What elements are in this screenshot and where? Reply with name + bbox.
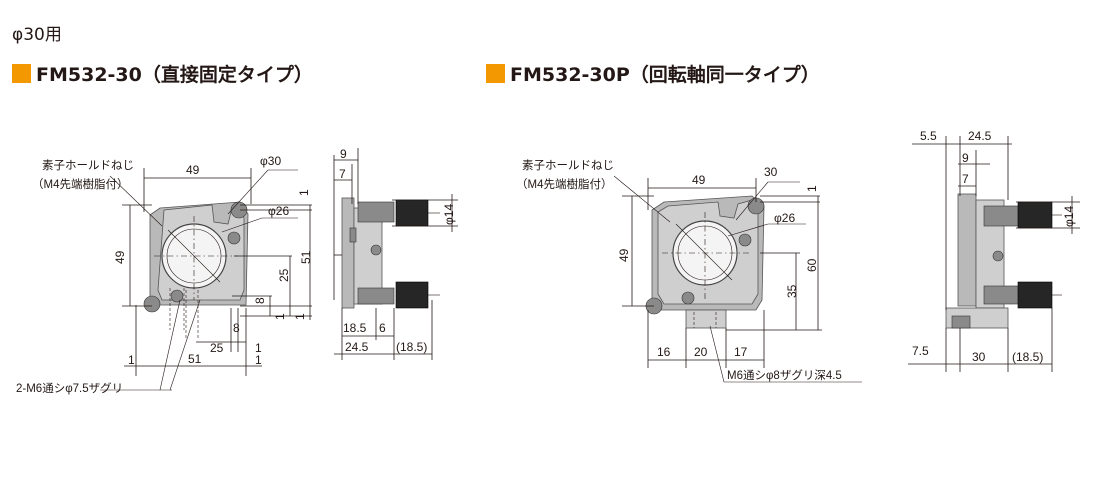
dim-phi26: φ26: [774, 211, 795, 225]
dim-35: 35: [785, 284, 799, 298]
side-screw-icon: [370, 244, 382, 256]
dim-25-b: 25: [210, 341, 224, 355]
right-base-block: [685, 309, 727, 329]
dim-9: 9: [340, 147, 347, 161]
dim-phi26: φ26: [268, 204, 289, 218]
dim-51: 51: [299, 250, 313, 264]
left-title-text: FM532-30（直接固定タイプ）: [36, 64, 313, 86]
dim-49-top: 49: [186, 163, 200, 177]
dim-51-b: 51: [188, 352, 202, 366]
dim-25: 25: [277, 268, 291, 282]
dim-18-5p: (18.5): [1012, 350, 1043, 364]
right-side-view: [945, 193, 1062, 329]
dim-17: 17: [734, 345, 748, 359]
right-front-view: [645, 195, 765, 329]
dim-18-5p: (18.5): [396, 340, 427, 354]
dim-20: 20: [694, 345, 708, 359]
dim-1-a: 1: [297, 189, 311, 196]
left-note-screw-sub: （M4先端樹脂付）: [32, 177, 128, 191]
right-side-plate: [957, 193, 977, 307]
left-note-screw: 素子ホールドねじ: [42, 159, 134, 172]
dim-1: 1: [805, 185, 819, 192]
dim-1-d: 1: [255, 341, 262, 355]
dim-phi14: φ14: [442, 204, 456, 225]
dim-24-5: 24.5: [968, 129, 992, 143]
knob-icon: [1017, 201, 1053, 229]
dim-7: 7: [962, 172, 969, 186]
left-bore-inner: [166, 228, 222, 284]
dim-49-side: 49: [113, 250, 127, 264]
dim-8-a: 8: [253, 297, 267, 304]
dim-7: 7: [339, 167, 346, 181]
right-front-dims: 49 30 φ26 1 49 60 35 16 20 17 素子ホールドねじ （…: [516, 159, 862, 383]
dim-phi14: φ14: [1062, 206, 1076, 227]
left-side-screw-head: [357, 201, 395, 223]
page-heading: φ30用: [12, 25, 62, 45]
left-side-dims: 9 7 φ14 18.5 6 24.5 (18.5): [333, 147, 458, 360]
knob-icon: [395, 199, 429, 227]
dim-phi30: 30: [764, 165, 778, 179]
dim-16: 16: [657, 345, 671, 359]
adjust-screw-icon: [227, 231, 241, 245]
adjust-screw-icon: [738, 233, 752, 247]
dim-1-f: 1: [255, 353, 262, 367]
dim-9: 9: [962, 151, 969, 165]
dim-1-c: 1: [293, 313, 307, 320]
left-front-view: [143, 201, 249, 340]
dim-24-5: 24.5: [345, 340, 369, 354]
orange-square-icon: [12, 64, 31, 83]
orange-square-icon: [486, 64, 505, 83]
dim-6: 6: [379, 321, 386, 335]
right-side-dims: 5.5 24.5 9 7 φ14 7.5 30 (18.5): [908, 129, 1080, 372]
dim-5-5: 5.5: [920, 129, 937, 143]
dim-phi30: φ30: [260, 154, 281, 168]
dim-1-e: 1: [128, 353, 135, 367]
right-note-screw-sub: （M4先端樹脂付）: [516, 177, 612, 191]
left-side-screw-head: [357, 287, 395, 305]
dim-30: 30: [972, 350, 986, 364]
dim-49: 49: [692, 173, 706, 187]
left-title: FM532-30（直接固定タイプ）: [12, 60, 313, 87]
dim-7-5: 7.5: [912, 344, 929, 358]
dim-18-5: 18.5: [343, 321, 367, 335]
right-note-screw: 素子ホールドねじ: [522, 159, 614, 172]
left-side-view: [341, 197, 440, 309]
mount-hole-icon: [170, 289, 184, 303]
knob-icon: [1017, 281, 1053, 309]
left-note-bottom: 2-M6通シφ7.5ザグリ: [16, 381, 123, 395]
corner-screw-icon: [143, 295, 161, 313]
right-title-text: FM532-30P（回転軸同一タイプ）: [510, 64, 820, 86]
right-title: FM532-30P（回転軸同一タイプ）: [486, 60, 820, 87]
dim-8-b: 8: [233, 321, 240, 335]
knob-icon: [395, 281, 429, 309]
dim-60: 60: [805, 258, 819, 272]
dim-1-b: 1: [273, 313, 287, 320]
left-front-dims: 49 49 φ30 φ26 1 51 25 8 1 1 8 25 1: [16, 154, 313, 395]
right-note-bottom: M6通シφ8ザグリ深4.5: [727, 368, 842, 382]
left-side-plate: [341, 197, 355, 309]
dim-49-side: 49: [617, 248, 631, 262]
